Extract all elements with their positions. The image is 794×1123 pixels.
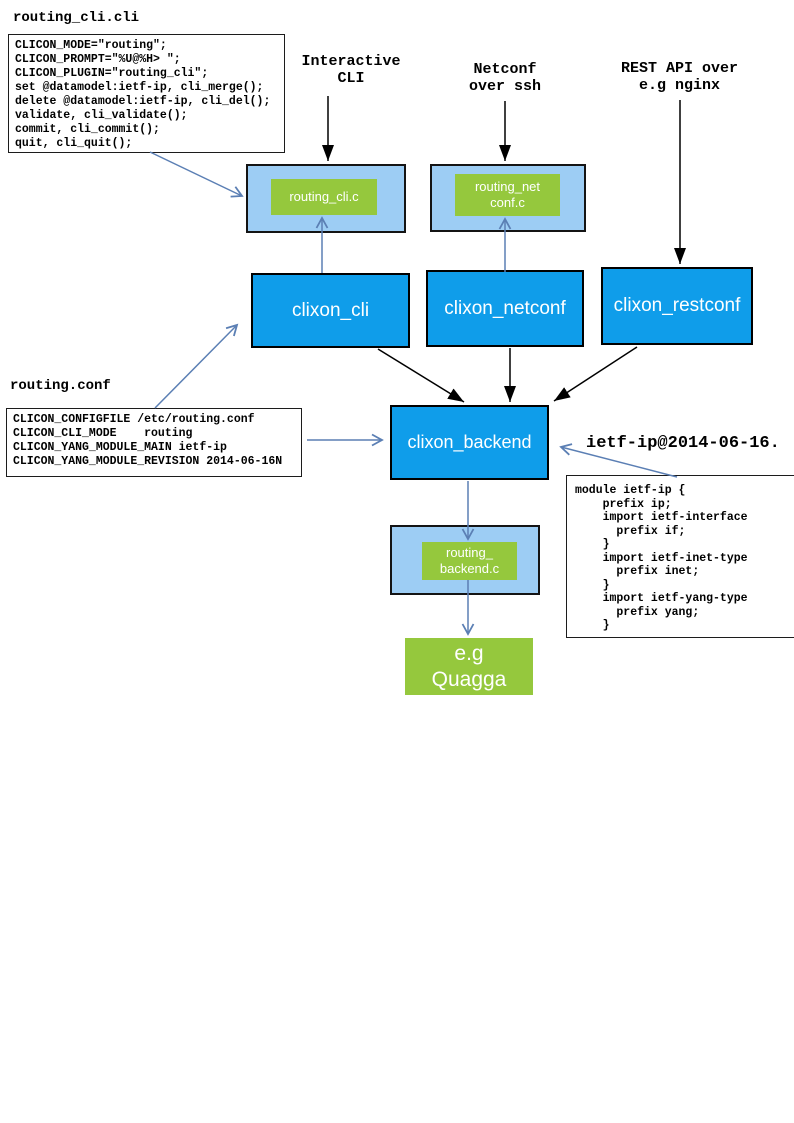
routing-conf-code-box: CLICON_CONFIGFILE /etc/routing.conf CLIC… [6,408,302,477]
interactive-cli-label: Interactive CLI [301,53,401,87]
node-clixon-netconf: clixon_netconf [426,270,584,347]
routing-conf-file-title: routing.conf [10,378,111,394]
arrow-restconf-to-backend [553,346,638,402]
node-clixon-backend: clixon_backend [390,405,549,480]
plugin-file-routing-cli-c: routing_cli.c [271,179,377,215]
routing-cli-file-title: routing_cli.cli [13,10,140,26]
netconf-over-ssh-label: Netconf over ssh [468,61,541,95]
plugin-file-routing-netconf-c: routing_net conf.c [455,174,560,216]
node-clixon-cli: clixon_cli [251,273,410,348]
arrow-cli-to-backend [377,348,465,403]
rest-api-label: REST API over e.g nginx [620,60,739,94]
yang-module-label: ietf-ip@2014-06-16. [586,434,780,453]
plugin-file-routing-backend-c: routing_ backend.c [422,542,517,580]
yang-module-code-box: module ietf-ip { prefix ip; import ietf-… [566,475,794,638]
routing-cli-code-box: CLICON_MODE="routing"; CLICON_PROMPT="%U… [8,34,285,153]
arrow-clicode-to-cli-plugin [149,151,244,198]
arrow-conf-to-clixon-cli [154,323,239,409]
node-quagga: e.g Quagga [405,638,533,695]
node-clixon-restconf: clixon_restconf [601,267,753,345]
